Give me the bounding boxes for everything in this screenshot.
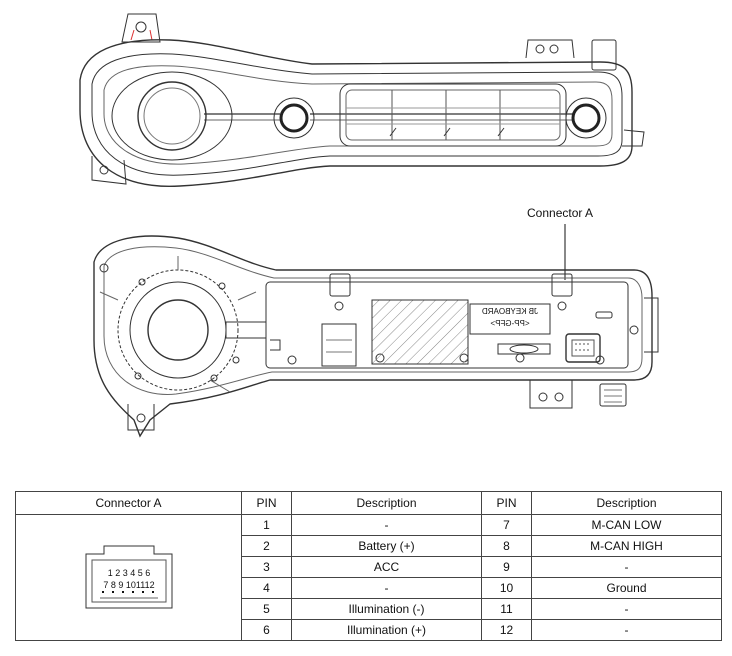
front-view-drawing [79,13,645,188]
rear-knob-housing-inner [147,299,209,361]
header-pin-b: PIN [481,491,532,515]
pin-description: Ground [531,577,722,599]
connector-a-callout: Connector A [527,206,594,220]
pin-description: Battery (+) [291,535,482,557]
pin-description: M-CAN LOW [531,514,722,536]
pin-table: Connector A PIN Description PIN Descript… [15,491,722,641]
pin-number: 9 [481,556,532,578]
header-connector: Connector A [15,491,242,515]
table-row: 5 Illumination (-) 11 - [16,598,722,620]
pin-number: 5 [241,598,292,620]
connector-pins-bottom: 7 8 9 101112 [103,580,154,590]
pin-number: 12 [481,619,532,641]
rear-left-clip [329,273,351,297]
table-row: 1 2 3 4 5 6 7 8 9 101112 1 - 7 M-CAN LOW [15,514,722,641]
front-left-top-tab-hole [135,21,147,33]
pin-number: 7 [481,514,532,536]
pin-description: - [531,619,722,641]
pin-table-header: Connector A PIN Description PIN Descript… [15,491,722,515]
rear-view-drawing [93,224,659,438]
front-body-outline [79,39,633,188]
pin-number: 4 [241,577,292,599]
pin-number: 1 [241,514,292,536]
rear-part-marking [469,303,551,335]
table-row: 6 Illumination (+) 12 - [16,619,722,641]
table-row: 2 Battery (+) 8 M-CAN HIGH [16,535,722,557]
header-description-b: Description [531,491,722,515]
front-right-clip [591,39,617,71]
pin-description: ACC [291,556,482,578]
pin-description: - [291,514,482,536]
header-pin-a: PIN [241,491,292,515]
front-left-bottom-tab [91,156,127,185]
front-main-knob [137,81,207,151]
pin-description: - [291,577,482,599]
pin-number: 3 [241,556,292,578]
pin-number: 2 [241,535,292,557]
front-right-tab [525,39,575,59]
table-row: 4 - 10 Ground [16,577,722,599]
pin-number: 10 [481,577,532,599]
pin-description: Illumination (-) [291,598,482,620]
front-button-bank [339,83,567,147]
pin-description: Illumination (+) [291,619,482,641]
front-main-knob-bezel [111,71,233,161]
pin-number: 8 [481,535,532,557]
rear-body-outline [93,235,653,438]
front-mid-knob [273,97,315,139]
pin-description: M-CAN HIGH [531,535,722,557]
pin-number: 11 [481,598,532,620]
rear-label-area [371,299,469,365]
pin-description: - [531,556,722,578]
connector-diagram-cell: 1 2 3 4 5 6 7 8 9 101112 [15,514,242,641]
front-left-top-tab [121,13,161,43]
table-row: 3 ACC 9 - [16,556,722,578]
connector-pins-top: 1 2 3 4 5 6 [107,568,150,578]
rear-bottom-tab [529,380,573,409]
header-description-a: Description [291,491,482,515]
part-marking-text: JB KEYBOARD <PP-GFP> [482,307,539,328]
connector-a-face-icon: 1 2 3 4 5 6 7 8 9 101112 [85,545,172,608]
pin-number: 6 [241,619,292,641]
rear-connector-a [565,333,601,363]
rear-right-clip [551,273,573,297]
pin-description: - [531,598,722,620]
